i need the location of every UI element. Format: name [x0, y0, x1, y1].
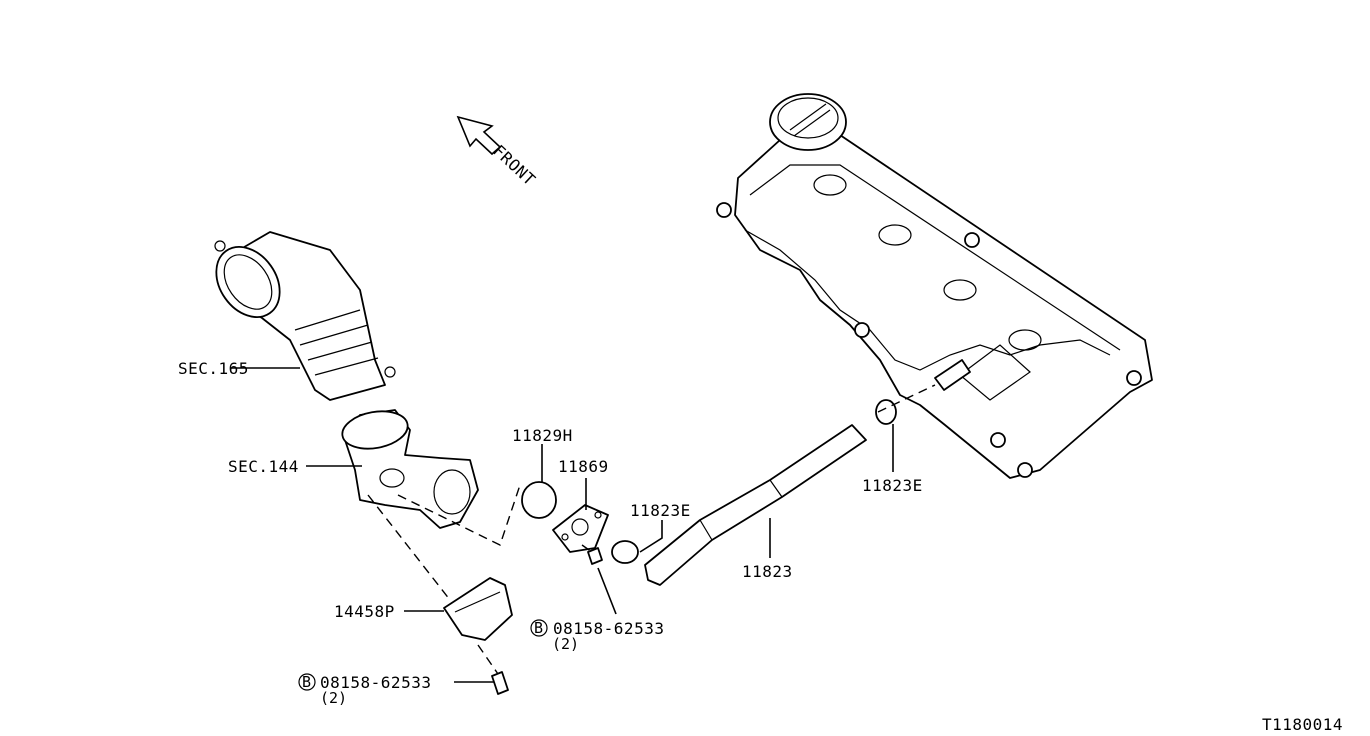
- hose-11823: [644, 424, 867, 586]
- bolt-symbol-left: B: [302, 673, 311, 691]
- clamp-11823e-left: [611, 540, 639, 564]
- front-arrow-icon: [456, 115, 502, 156]
- label-11823e-left: 11823E: [630, 501, 691, 520]
- diagram-id: T1180014: [1262, 715, 1343, 734]
- label-bolt-left-qty: (2): [320, 689, 347, 707]
- label-bolt-right-qty: (2): [552, 635, 579, 653]
- label-11869: 11869: [558, 457, 609, 476]
- plate-11869: [552, 504, 609, 553]
- bolt-small-right: [587, 547, 603, 565]
- label-14458p: 14458P: [334, 602, 395, 621]
- label-sec165: SEC.165: [178, 359, 249, 378]
- label-11823e-right: 11823E: [862, 476, 923, 495]
- bolt-symbol-icon: [530, 619, 548, 637]
- clamp-11823e-right: [875, 399, 897, 425]
- front-label: FRONT: [489, 141, 539, 189]
- rocker-cover: [716, 93, 1153, 479]
- label-11829h: 11829H: [512, 426, 573, 445]
- bolt-symbol-right: B: [534, 619, 543, 637]
- intake-body: [341, 409, 479, 529]
- bolt-small-left: [491, 671, 509, 695]
- bolt-symbol-icon: [298, 673, 316, 691]
- cover-14458p: [443, 577, 513, 641]
- label-11823: 11823: [742, 562, 793, 581]
- gasket-11829h: [521, 481, 557, 519]
- air-duct: [214, 231, 396, 401]
- label-bolt-left: 08158-62533: [320, 673, 431, 692]
- label-bolt-right: 08158-62533: [553, 619, 664, 638]
- label-sec144: SEC.144: [228, 457, 299, 476]
